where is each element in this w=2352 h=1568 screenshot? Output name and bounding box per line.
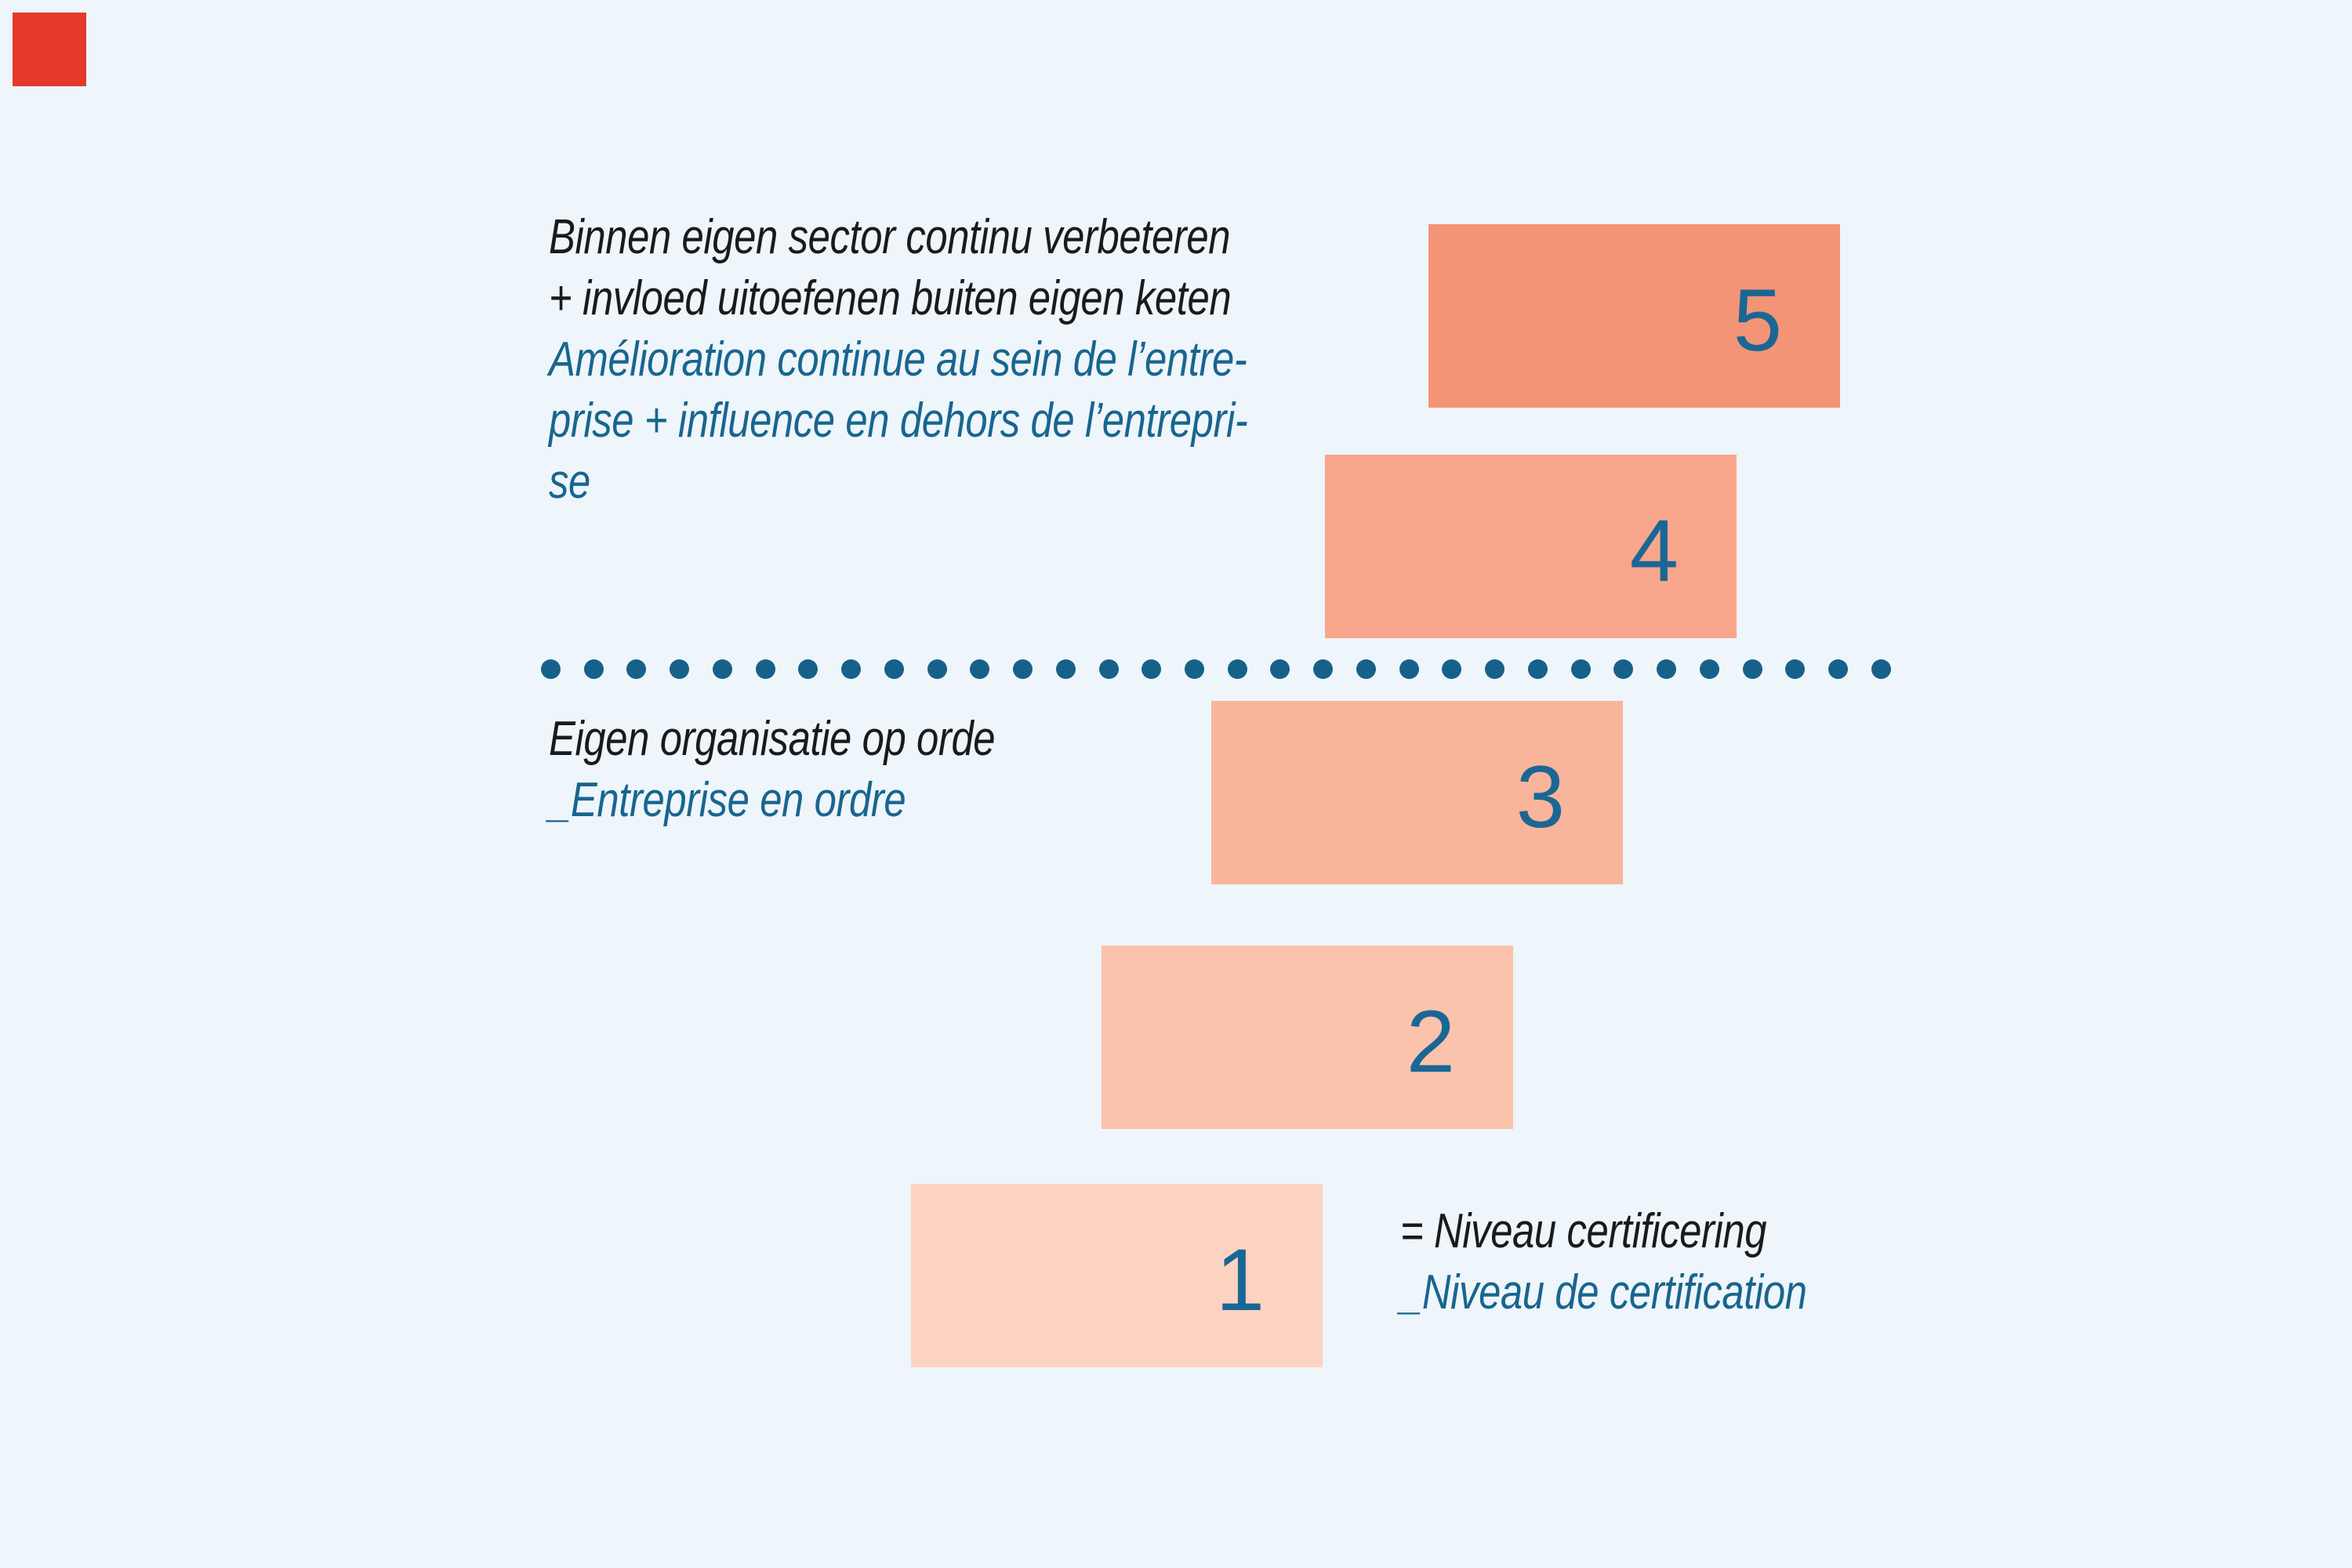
divider-dot — [755, 659, 775, 679]
divider-dot — [1828, 659, 1849, 679]
ladder-step-5: 5 — [1428, 224, 1840, 408]
certification-legend-french: _Niveau de certification — [1400, 1265, 1807, 1319]
upper-description-french-line-1: Amélioration continue au sein de l’entre… — [549, 332, 1247, 387]
ladder-step-3-number: 3 — [1515, 748, 1565, 846]
divider-dot — [1570, 659, 1591, 679]
brand-corner-square — [13, 13, 86, 86]
divider-dot — [1270, 659, 1290, 679]
divider-dot — [541, 659, 561, 679]
divider-dot — [1227, 659, 1247, 679]
divider-dot — [1313, 659, 1334, 679]
divider-dot — [1142, 659, 1162, 679]
ladder-step-3: 3 — [1211, 701, 1623, 884]
lower-description-dutch: Eigen organisatie op orde — [549, 712, 996, 766]
divider-dot — [1442, 659, 1462, 679]
certification-legend-dutch: = Niveau certificering — [1400, 1204, 1767, 1258]
divider-dot — [970, 659, 990, 679]
lower-description: Eigen organisatie op orde _Entreprise en… — [549, 709, 996, 831]
divider-dot — [1399, 659, 1419, 679]
divider-dot — [1657, 659, 1677, 679]
divider-dot — [1185, 659, 1205, 679]
divider-dot — [670, 659, 690, 679]
divider-dot — [1785, 659, 1806, 679]
ladder-step-4: 4 — [1325, 455, 1737, 638]
divider-dot — [798, 659, 818, 679]
divider-dot — [1527, 659, 1548, 679]
divider-dot — [1356, 659, 1376, 679]
ladder-step-5-number: 5 — [1733, 271, 1782, 369]
ladder-step-1-number: 1 — [1215, 1231, 1265, 1329]
divider-dot — [884, 659, 904, 679]
ladder-step-4-number: 4 — [1629, 502, 1679, 600]
divider-dot — [712, 659, 732, 679]
upper-description-dutch-line-1: Binnen eigen sector continu verbeteren — [549, 210, 1231, 264]
divider-dot — [927, 659, 947, 679]
divider-dot — [1098, 659, 1119, 679]
upper-description-dutch-line-2: + invloed uitoefenen buiten eigen keten — [549, 271, 1232, 325]
divider-dot — [1742, 659, 1762, 679]
divider-dot — [1013, 659, 1033, 679]
divider-dot — [583, 659, 604, 679]
divider-dot — [1055, 659, 1076, 679]
divider-dot — [1613, 659, 1634, 679]
divider-dot — [1485, 659, 1505, 679]
divider-dot — [1699, 659, 1719, 679]
upper-description-french-line-2: prise + influence en dehors de l’entrepr… — [549, 394, 1248, 448]
divider-dot — [841, 659, 862, 679]
divider-dot — [626, 659, 647, 679]
ladder-step-2: 2 — [1102, 946, 1513, 1129]
ladder-step-1: 1 — [911, 1184, 1323, 1367]
upper-description: Binnen eigen sector continu verbeteren +… — [549, 207, 1248, 513]
certification-legend: = Niveau certificering _Niveau de certif… — [1400, 1201, 1807, 1323]
divider-dot — [1871, 659, 1891, 679]
lower-description-french: _Entreprise en ordre — [549, 773, 906, 827]
upper-description-french-line-3: se — [549, 455, 590, 509]
dotted-divider — [541, 659, 1891, 679]
ladder-step-2-number: 2 — [1406, 993, 1455, 1091]
